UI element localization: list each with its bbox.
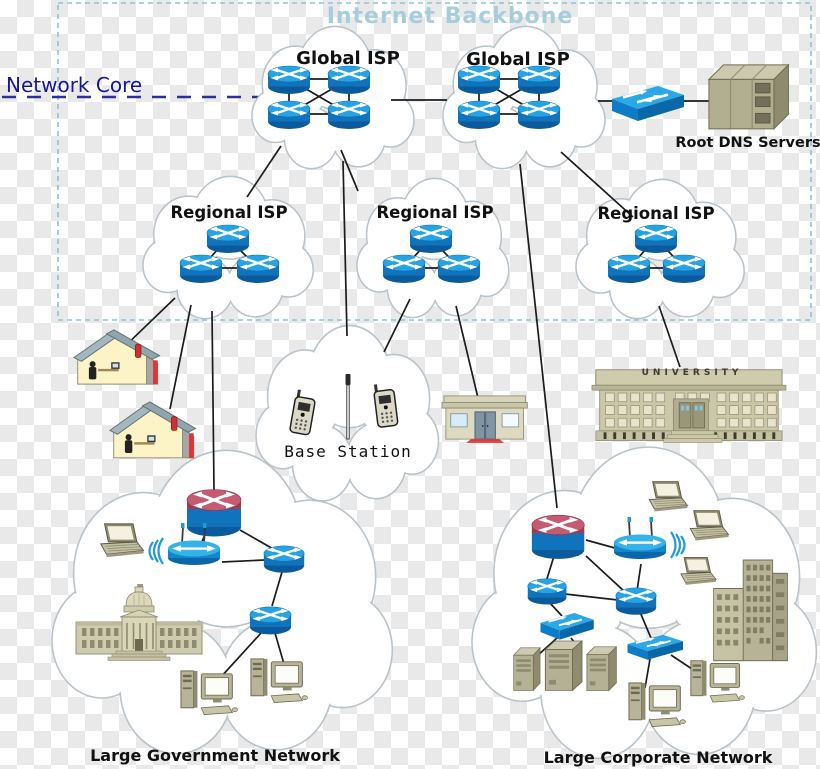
desktop-computer-icon (628, 682, 686, 728)
regional-isp-1-label: Regional ISP (170, 203, 288, 222)
desktop-computer-icon (250, 658, 308, 704)
router-icon (436, 253, 482, 285)
core-router-icon (185, 488, 243, 538)
router-icon (633, 223, 679, 255)
internet-backbone-title: Internet Backbone (326, 4, 574, 29)
router-icon (526, 577, 568, 606)
router-icon (178, 253, 224, 285)
router-icon (456, 64, 502, 96)
router-icon (326, 64, 372, 96)
router-icon (456, 99, 502, 131)
cloud-global-isp-2 (442, 25, 606, 170)
network-core-label: Network Core (6, 73, 143, 97)
home-icon (73, 329, 161, 385)
regional-isp-3-label: Regional ISP (597, 204, 715, 223)
router-icon (205, 223, 251, 255)
router-icon (326, 99, 372, 131)
router-icon (661, 253, 707, 285)
core-router-icon (530, 513, 586, 561)
router-icon (235, 253, 281, 285)
router-icon (381, 253, 427, 285)
router-icon (248, 605, 293, 636)
router-icon (516, 64, 562, 96)
office-building-icon (441, 395, 528, 444)
global-isp-1-label: Global ISP (296, 48, 400, 69)
server-icon (586, 646, 617, 691)
router-icon (614, 586, 658, 616)
desktop-computer-icon (180, 670, 238, 716)
corporate-network-label: Large Corporate Network (543, 748, 773, 767)
root-dns-label: Root DNS Servers (675, 135, 820, 151)
university-building-icon (591, 369, 787, 443)
server-icon (513, 647, 541, 691)
desktop-computer-icon (690, 660, 745, 703)
home-icon (109, 401, 197, 459)
router-icon (266, 99, 312, 131)
server-icon (544, 640, 583, 691)
backbone-switch-icon (610, 84, 686, 123)
government-network-label: Large Government Network (90, 746, 340, 765)
router-icon (262, 544, 306, 574)
internet-backbone-region (57, 2, 812, 321)
router-icon (516, 99, 562, 131)
root-dns-servers-icon (708, 64, 790, 130)
regional-isp-2-label: Regional ISP (376, 203, 494, 222)
router-icon (606, 253, 652, 285)
router-icon (266, 64, 312, 96)
university-sign-label: UNIVERSITY (641, 368, 743, 378)
global-isp-2-label: Global ISP (466, 49, 570, 70)
base-station-label: Base Station (284, 442, 412, 461)
router-icon (408, 223, 454, 255)
